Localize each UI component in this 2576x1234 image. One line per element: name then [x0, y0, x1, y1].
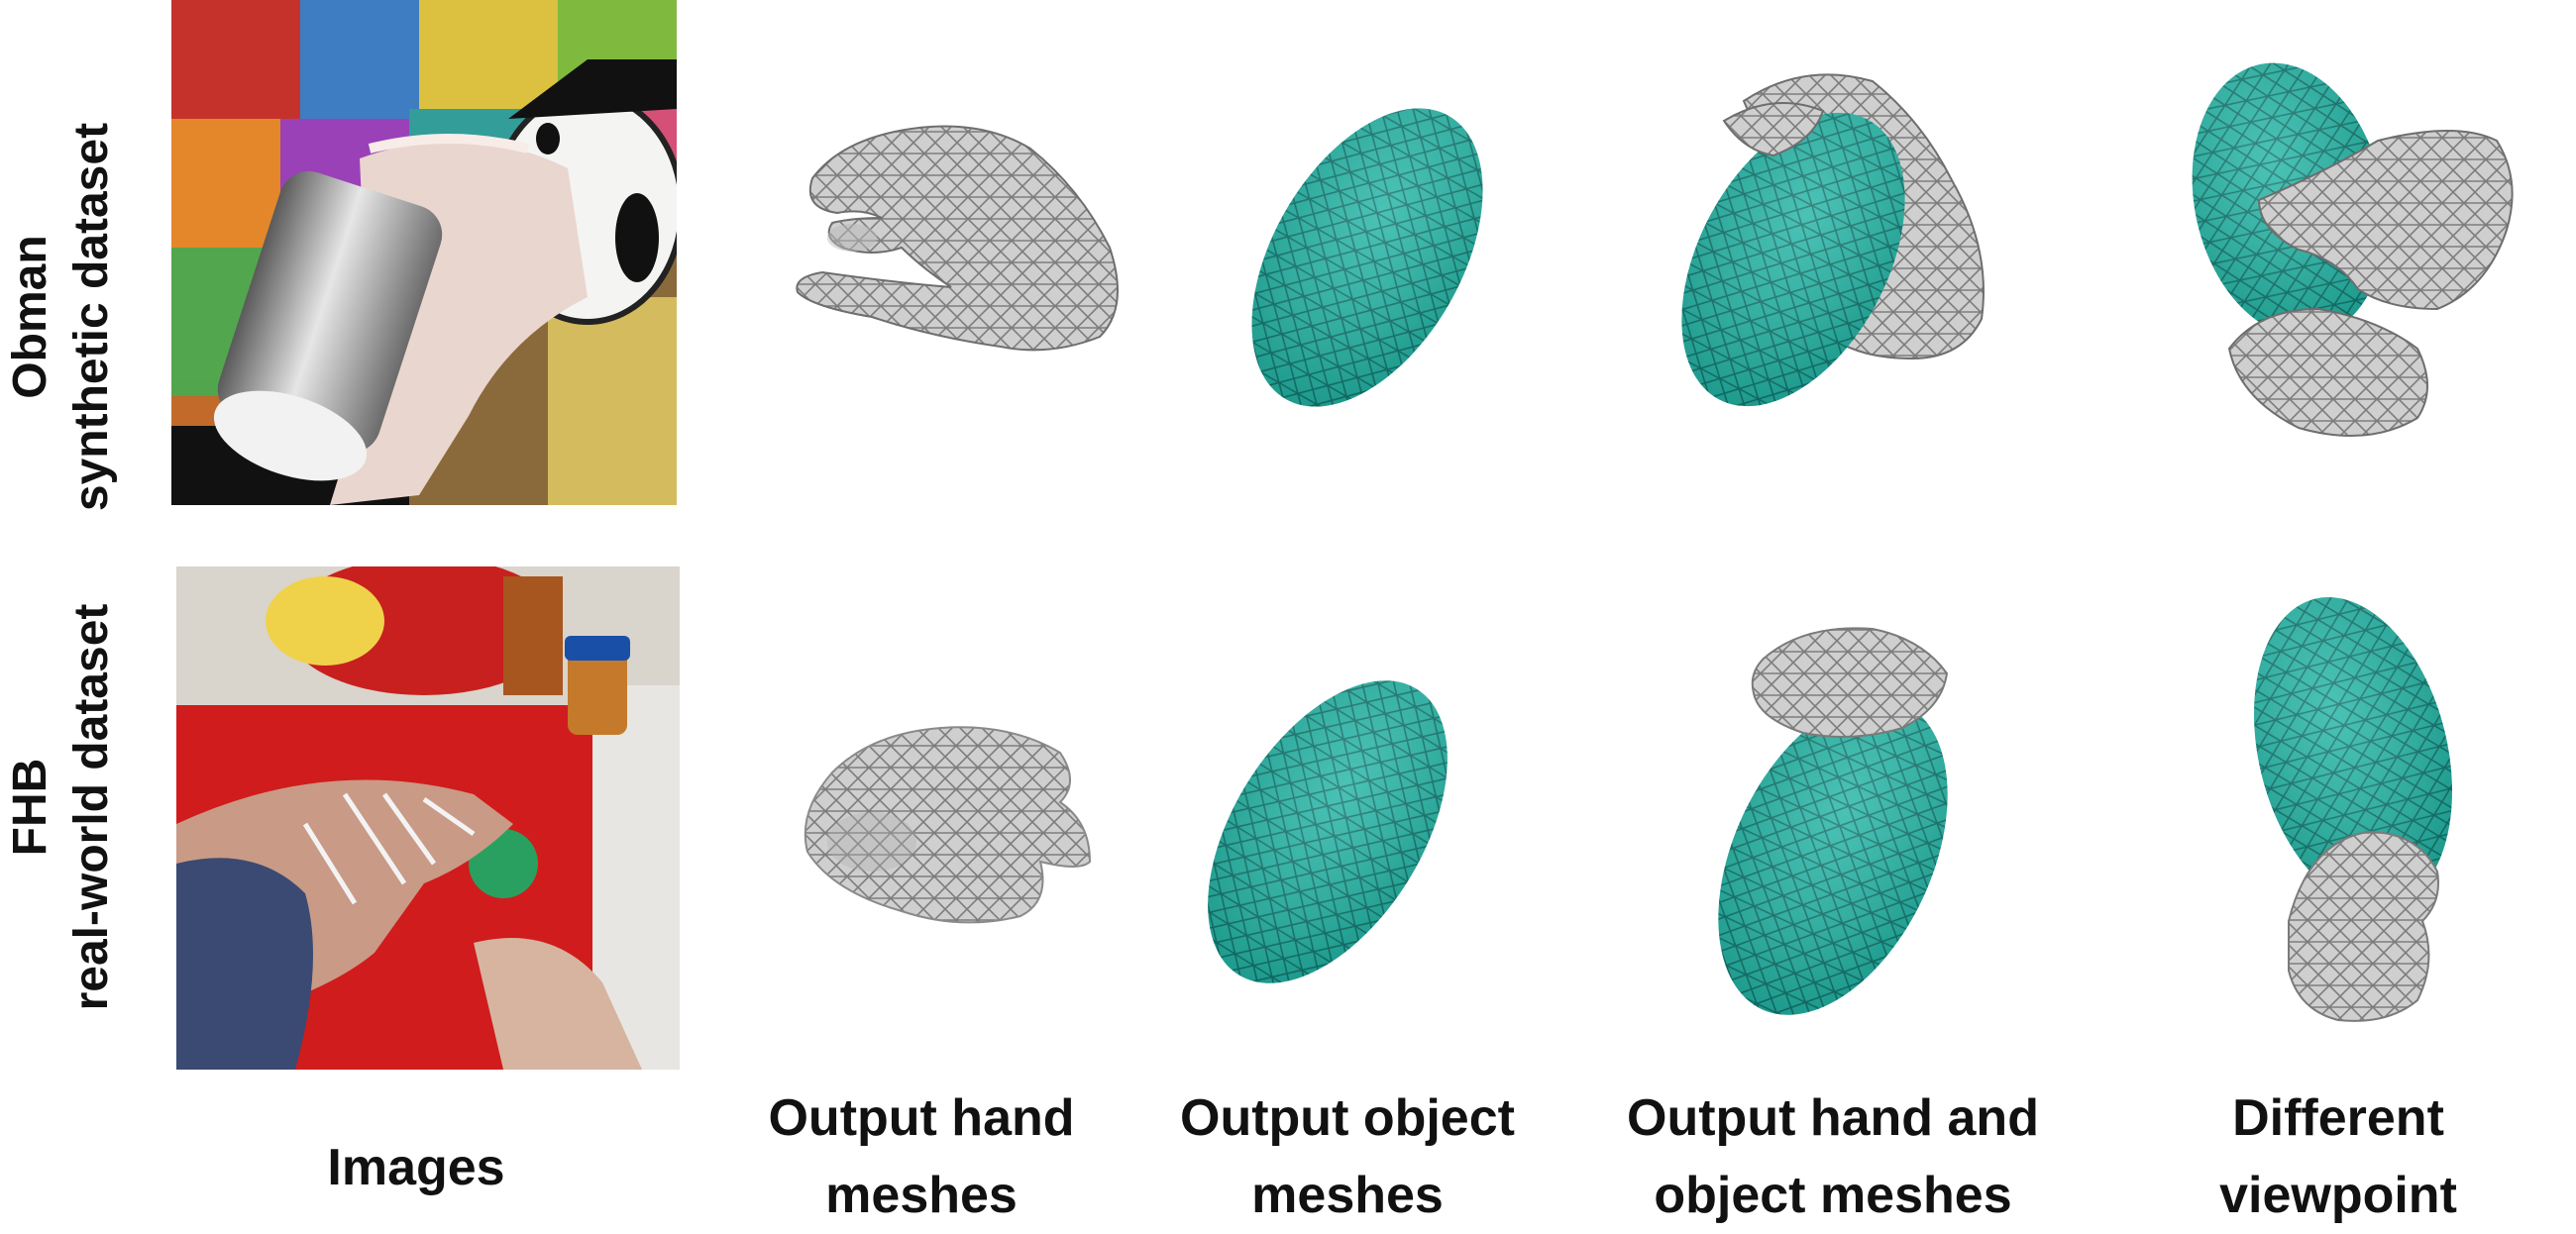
obman-viewpoint-mesh	[2192, 62, 2514, 437]
col-label-hand-meshes: Output hand meshes	[713, 1080, 1129, 1234]
row-label-realworld-line1: FHB	[4, 758, 56, 857]
col-label-object-meshes: Output object meshes	[1139, 1080, 1556, 1234]
row-label-realworld: FHB real-world dataset	[0, 550, 159, 1065]
row-label-synthetic: Obman synthetic dataset	[0, 59, 159, 574]
row-label-synthetic-line1: Obman	[4, 235, 56, 399]
col-label-hand-object-meshes: Output hand and object meshes	[1585, 1080, 2081, 1234]
col-label-object-meshes-line2: meshes	[1251, 1167, 1444, 1224]
row-label-synthetic-line2: synthetic dataset	[65, 122, 118, 512]
col-label-viewpoint-line2: viewpoint	[2219, 1167, 2457, 1224]
fhb-input-image	[176, 566, 680, 1070]
col-label-viewpoint-line1: Different	[2232, 1089, 2444, 1147]
row-label-realworld-line2: real-world dataset	[65, 603, 118, 1011]
col-label-hand-object-meshes-line1: Output hand and	[1627, 1089, 2039, 1147]
fhb-hand-object-mesh	[1718, 627, 1949, 1015]
fhb-hand-mesh	[804, 726, 1092, 924]
col-label-images-line1: Images	[327, 1139, 505, 1196]
obman-object-mesh	[1251, 108, 1483, 407]
fhb-scene	[176, 566, 680, 1070]
col-label-viewpoint: Different viewpoint	[2130, 1080, 2546, 1234]
obman-scene	[171, 0, 677, 505]
fhb-viewpoint-mesh	[2254, 597, 2452, 1022]
col-label-hand-object-meshes-line2: object meshes	[1654, 1167, 2012, 1224]
col-label-images: Images	[228, 1129, 604, 1206]
col-label-hand-meshes-line1: Output hand	[768, 1089, 1075, 1147]
fhb-object-mesh	[1208, 680, 1448, 983]
col-label-object-meshes-line1: Output object	[1180, 1089, 1515, 1147]
obman-hand-mesh	[796, 125, 1119, 352]
col-label-hand-meshes-line2: meshes	[825, 1167, 1018, 1224]
obman-input-image	[171, 0, 677, 505]
obman-hand-object-mesh	[1681, 73, 1985, 407]
